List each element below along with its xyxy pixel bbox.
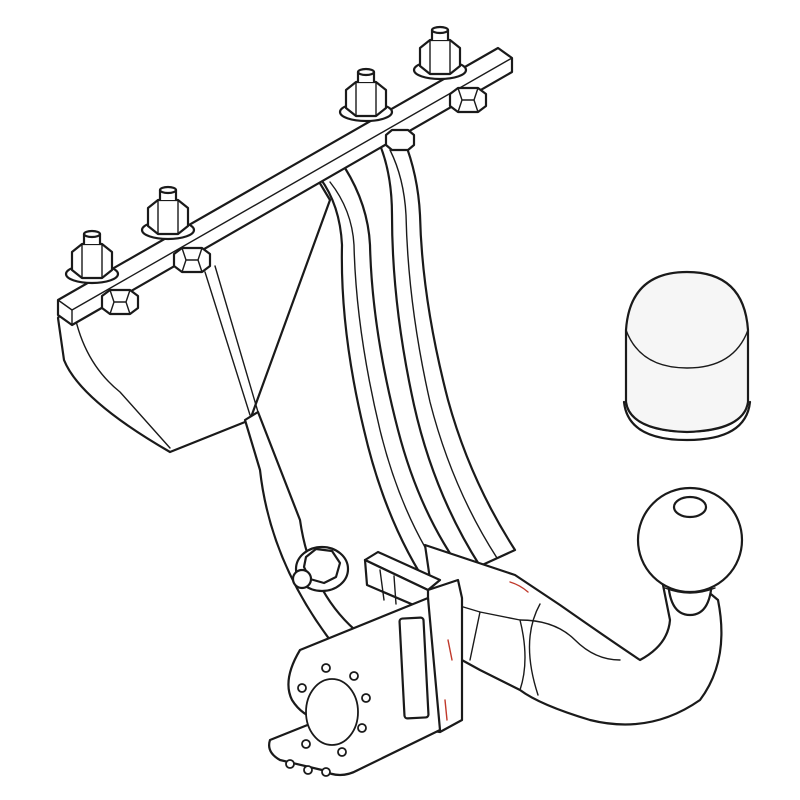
- tow-ball: [636, 486, 744, 617]
- mounting-bolt: [412, 25, 468, 81]
- lower-nut: [448, 86, 488, 114]
- tow-hook-neck: [423, 543, 723, 726]
- mounting-bolts: [64, 25, 468, 285]
- lower-nut: [384, 128, 416, 152]
- center-bolt: [291, 545, 350, 593]
- lower-nut: [172, 246, 212, 274]
- mounting-bolt: [338, 67, 394, 123]
- tow-ball-cover: [622, 270, 752, 442]
- curved-support-arms: [318, 138, 517, 594]
- lower-nuts: [100, 86, 488, 316]
- mounting-bolt: [64, 229, 120, 285]
- socket-plate: [268, 550, 464, 777]
- lower-nut: [100, 288, 140, 316]
- left-side-bracket: [56, 178, 332, 454]
- mounting-bolt: [140, 185, 196, 241]
- cross-beam: [56, 46, 514, 327]
- center-hanging-plate: [243, 410, 357, 642]
